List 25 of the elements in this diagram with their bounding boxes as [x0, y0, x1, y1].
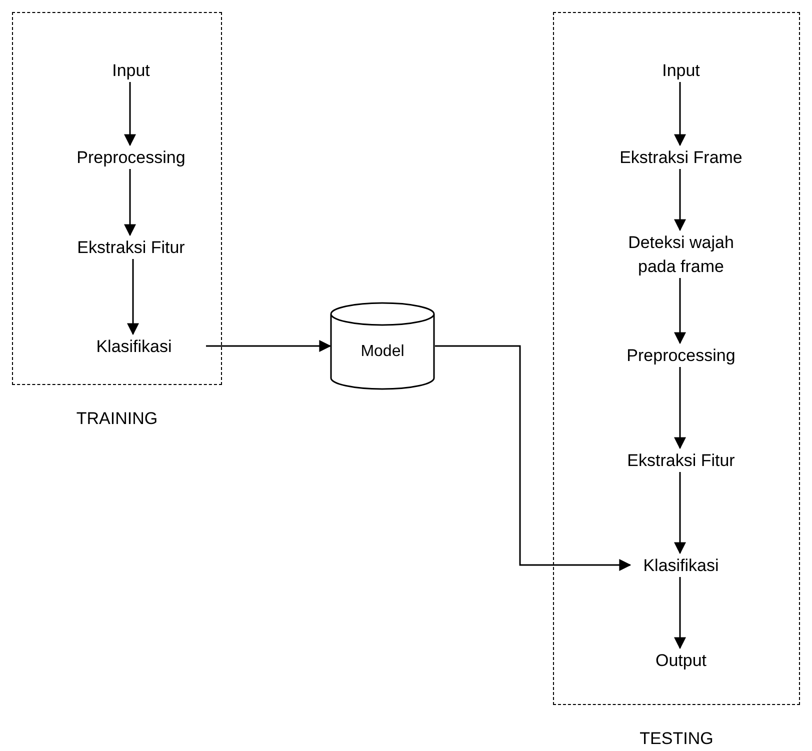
- step-label: Output: [631, 649, 731, 673]
- arrow: [674, 367, 686, 450]
- arrow: [127, 259, 139, 336]
- arrow: [206, 340, 332, 352]
- arrow: [674, 169, 686, 232]
- step-label: Deteksi wajah pada frame: [611, 231, 751, 279]
- step-label: Preprocessing: [61, 146, 201, 170]
- step-label: Input: [621, 59, 741, 83]
- arrow: [674, 278, 686, 344]
- step-label: Klasifikasi: [79, 335, 189, 359]
- arrow: [124, 82, 136, 146]
- step-label: Preprocessing: [606, 344, 756, 368]
- step-label: Ekstraksi Fitur: [606, 449, 756, 473]
- arrow: [674, 577, 686, 650]
- arrow: [674, 82, 686, 146]
- arrow: [674, 472, 686, 554]
- step-label: Ekstraksi Frame: [601, 146, 761, 170]
- group-title: TESTING: [638, 728, 714, 750]
- arrow: [435, 345, 632, 571]
- step-label: Klasifikasi: [631, 554, 731, 578]
- database-cylinder: Model: [330, 302, 435, 390]
- step-label: Ekstraksi Fitur: [56, 236, 206, 260]
- arrow: [124, 169, 136, 236]
- group-title: TRAINING: [75, 408, 159, 430]
- step-label: Input: [71, 59, 191, 83]
